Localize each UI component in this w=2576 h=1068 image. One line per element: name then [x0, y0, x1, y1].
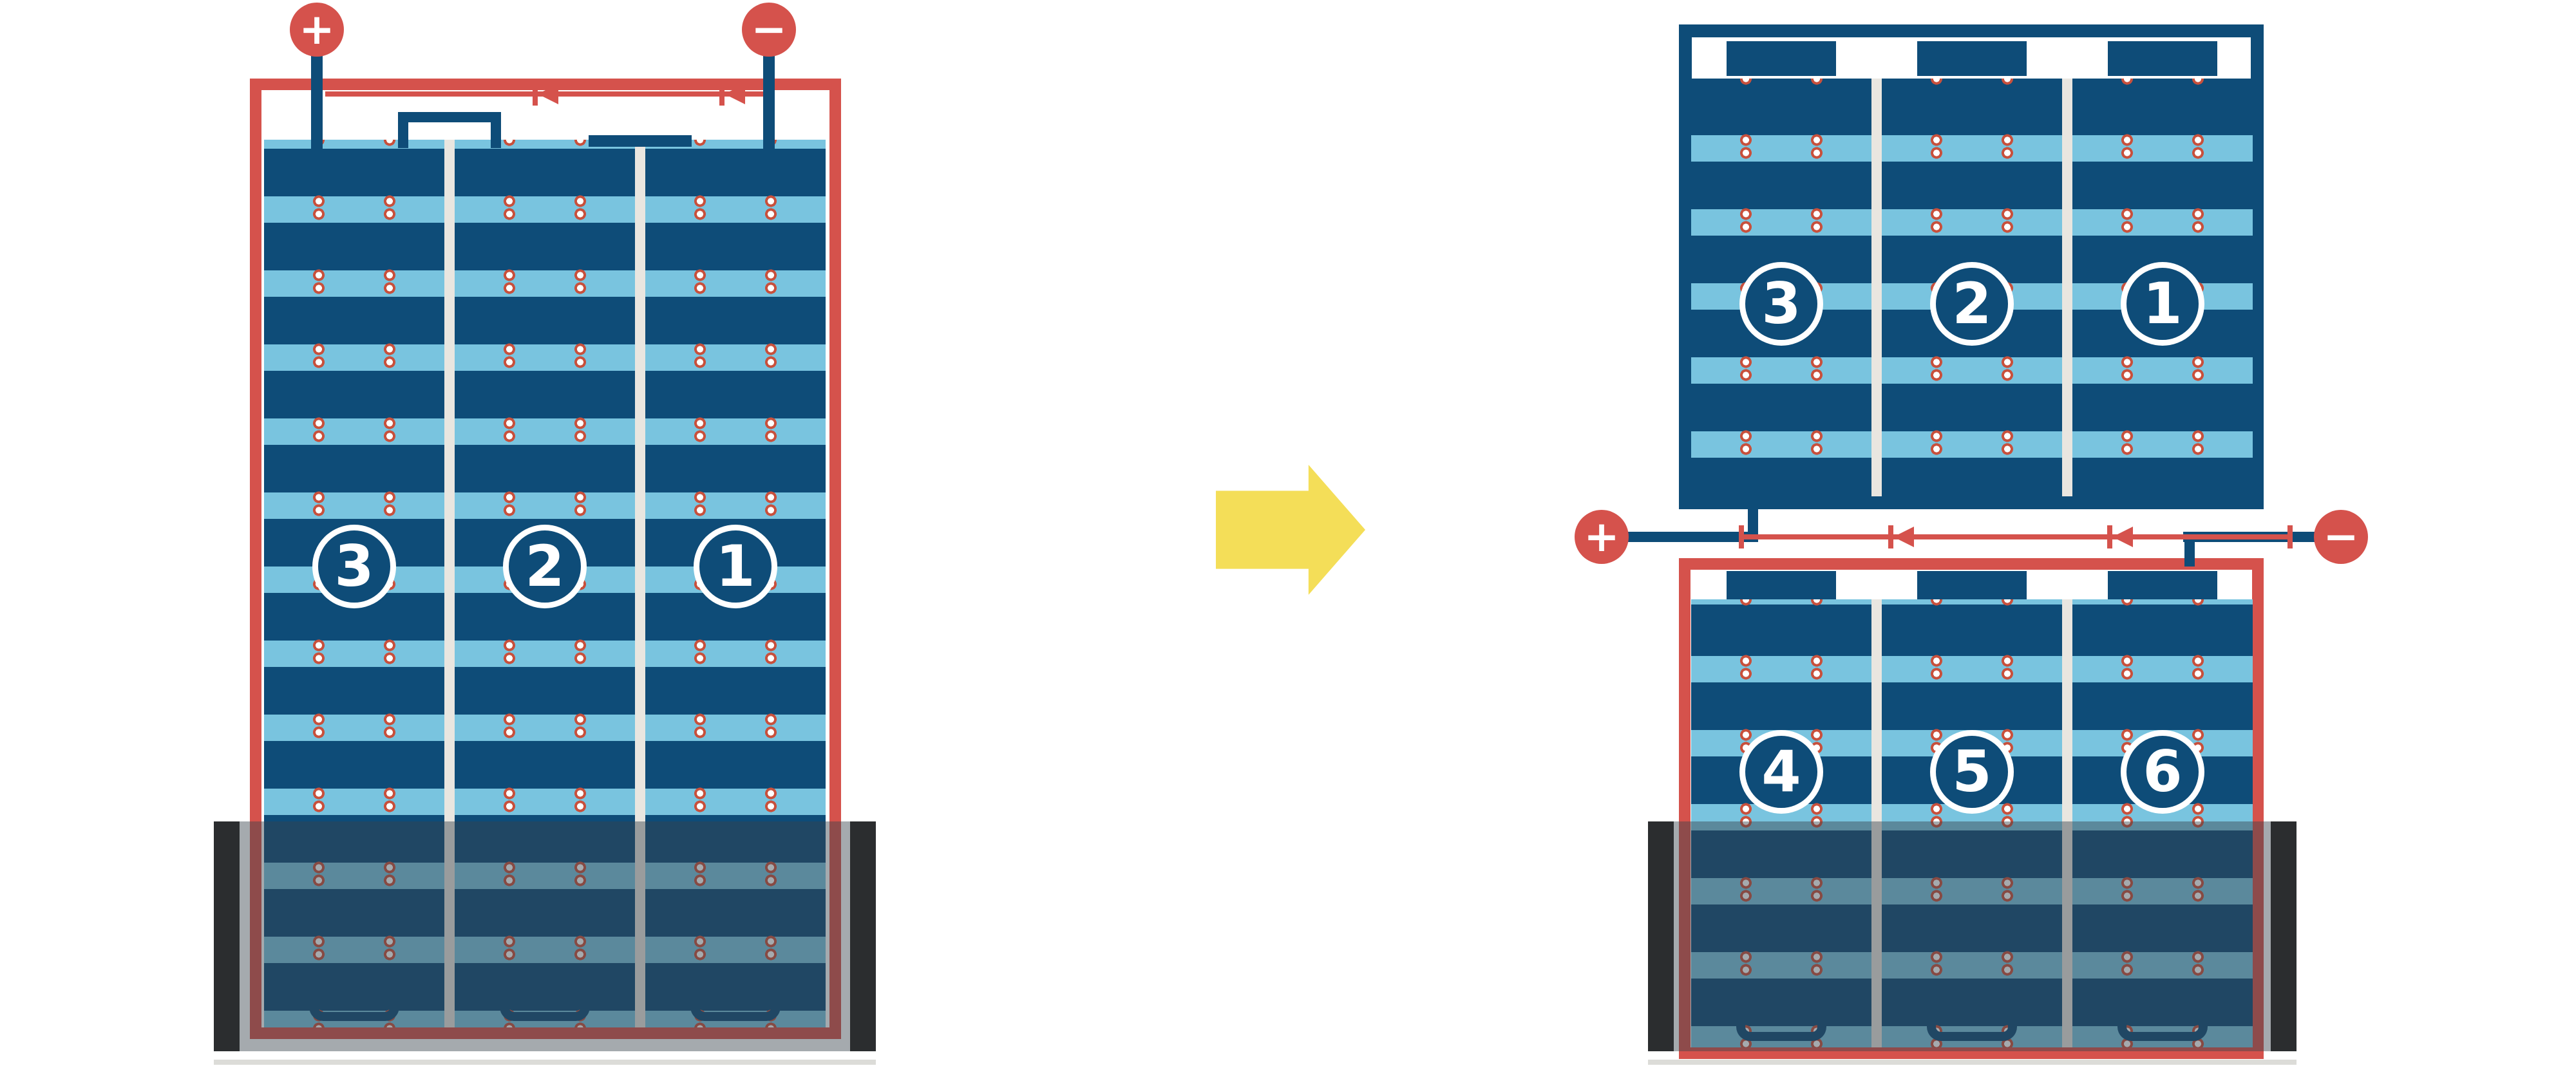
string-number: 2: [1952, 270, 1992, 337]
wire-tick: [719, 82, 724, 106]
bottom-half-body: 4 5 6: [1691, 599, 2253, 1047]
plus-sign: +: [299, 5, 335, 54]
shading-overlay: [214, 821, 876, 1051]
wire-tick: [533, 82, 538, 106]
busbar-stub: [1748, 509, 1758, 542]
minus-terminal-icon: −: [2314, 510, 2368, 564]
string-number: 1: [2143, 270, 2183, 337]
bottom-return-connector: [1736, 996, 1826, 1041]
current-arrow-left-icon: [2112, 527, 2133, 547]
cell-string-column: 3: [1691, 79, 1871, 496]
string-header-connector: [2108, 571, 2217, 599]
busbar-lead: [1623, 532, 1758, 542]
minus-terminal-icon: −: [742, 3, 796, 57]
frame-rail: [850, 821, 876, 1051]
string-number: 3: [1761, 270, 1801, 337]
bottom-return-connector: [500, 976, 590, 1021]
string-number: 4: [1761, 738, 1801, 805]
string-header-connector: [1727, 571, 1836, 599]
current-flow-wire: [325, 82, 763, 106]
string-footer-connector: [2108, 477, 2217, 496]
wire-tick: [2107, 525, 2112, 548]
current-flow-wire: [1739, 525, 2293, 548]
string-number-badge: 1: [694, 525, 777, 608]
string-number: 3: [334, 533, 374, 599]
ground-shadow: [214, 1060, 876, 1065]
bottom-return-connector: [690, 976, 781, 1021]
frame-rail: [1648, 821, 1674, 1051]
string-number-badge: 3: [1739, 262, 1823, 346]
series-jumper: [589, 135, 692, 147]
string-number: 6: [2143, 738, 2183, 805]
cell-string-column: 6: [2072, 599, 2253, 1047]
module-frame-red: [1679, 558, 2264, 1059]
string-header-connector: [1917, 571, 2027, 599]
string-header-connector: [2108, 41, 2217, 76]
cell-string-column: 3: [264, 140, 444, 1027]
string-header-connector: [1917, 41, 2027, 76]
frame-rail: [214, 821, 240, 1051]
string-number-badge: 4: [1739, 730, 1823, 814]
minus-sign: −: [2323, 512, 2359, 561]
shading-overlay: [1648, 821, 2297, 1051]
string-number-badge: 1: [2121, 262, 2204, 346]
cell-string-column: 1: [645, 140, 826, 1027]
busbar-stub: [2184, 532, 2195, 567]
cell-string-column: 4: [1691, 599, 1871, 1047]
plus-sign: +: [1584, 512, 1620, 561]
string-footer-connector: [1917, 477, 2027, 496]
cell-string-column: 1: [2072, 79, 2253, 496]
module-frame-blue: [1679, 24, 2264, 509]
plus-terminal-icon: +: [290, 3, 344, 57]
top-half-body: 3 2 1: [1691, 79, 2253, 496]
ground-shadow: [1648, 1060, 2297, 1065]
string-footer-connector: [1727, 477, 1836, 496]
bottom-return-connector: [1927, 996, 2017, 1041]
module-body: 3 2 1: [264, 140, 826, 1027]
current-arrow-left-icon: [538, 84, 558, 104]
string-number-badge: 6: [2121, 730, 2204, 814]
terminal-lead: [763, 30, 775, 155]
string-number-badge: 3: [312, 525, 396, 608]
bottom-return-connector: [309, 976, 399, 1021]
bottom-return-connector: [2117, 996, 2208, 1041]
wire-tick: [2287, 525, 2293, 548]
string-number-badge: 2: [1930, 262, 2014, 346]
frame-rail: [2271, 821, 2297, 1051]
cell-string-column: 2: [455, 140, 635, 1027]
string-number: 1: [715, 533, 755, 599]
string-number-badge: 2: [503, 525, 587, 608]
plus-terminal-icon: +: [1575, 510, 1629, 564]
string-number: 2: [525, 533, 565, 599]
transform-arrow-icon: [1216, 465, 1365, 595]
terminal-lead: [311, 30, 323, 155]
current-arrow-left-icon: [724, 84, 745, 104]
minus-sign: −: [751, 5, 787, 54]
string-number: 5: [1952, 738, 1992, 805]
string-header-connector: [1727, 41, 1836, 76]
wire-line: [1739, 534, 2293, 539]
module-frame-red: [250, 79, 841, 1039]
wire-tick: [1739, 525, 1744, 548]
cell-string-column: 5: [1882, 599, 2062, 1047]
current-arrow-left-icon: [1893, 527, 1914, 547]
cell-string-column: 2: [1882, 79, 2062, 496]
string-number-badge: 5: [1930, 730, 2014, 814]
wire-tick: [1888, 525, 1893, 548]
series-jumper-bridge: [398, 112, 501, 148]
